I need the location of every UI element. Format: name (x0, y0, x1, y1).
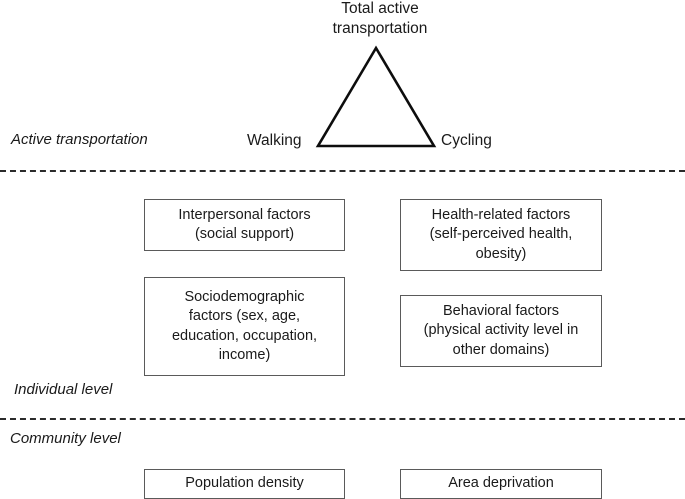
triangle-shape (315, 45, 437, 148)
level-label-individual: Individual level (14, 381, 113, 398)
box-interpersonal-factors: Interpersonal factors (social support) (144, 199, 345, 251)
box-area-deprivation: Area deprivation (400, 469, 602, 499)
box-health-related-factors: Health-related factors (self-perceived h… (400, 199, 602, 271)
level-label-community: Community level (10, 430, 121, 447)
total-active-transportation-label: Total active transportation (332, 0, 428, 37)
box-sociodemographic-factors: Sociodemographic factors (sex, age, educ… (144, 277, 345, 376)
vertex-label-walking: Walking (247, 132, 302, 149)
divider-active-transportation (0, 170, 685, 172)
level-label-active-transportation: Active transportation (11, 131, 148, 148)
vertex-label-cycling: Cycling (441, 132, 492, 149)
box-population-density: Population density (144, 469, 345, 499)
box-behavioral-factors: Behavioral factors (physical activity le… (400, 295, 602, 367)
divider-community-level (0, 418, 685, 420)
